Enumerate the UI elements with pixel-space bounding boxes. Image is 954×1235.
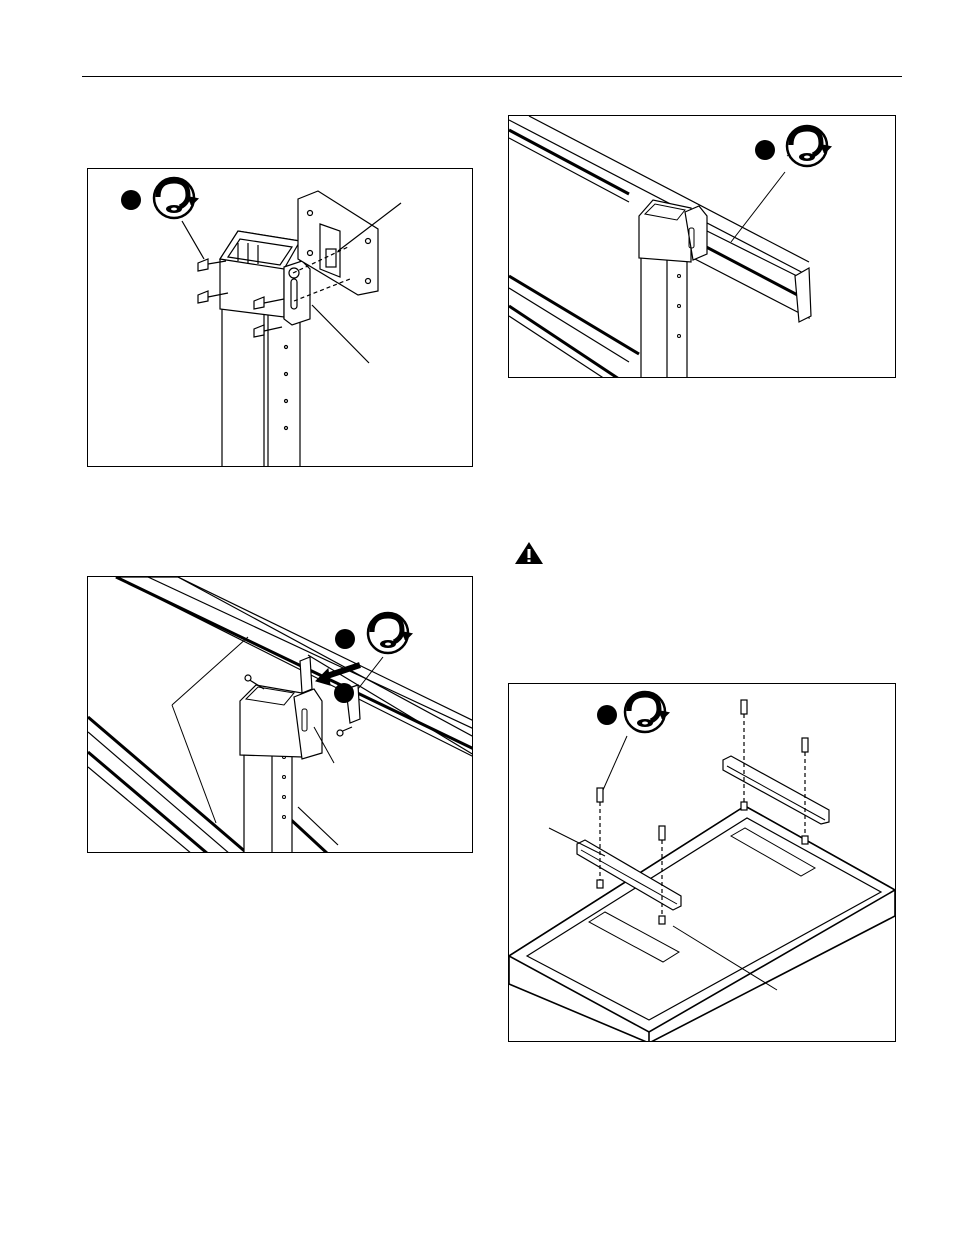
step-badge bbox=[755, 140, 775, 160]
rail-install-illustration bbox=[509, 116, 896, 378]
header-rule bbox=[82, 76, 902, 77]
post-bracket-illustration bbox=[88, 169, 473, 467]
figure-post-bracket-attach bbox=[87, 168, 473, 467]
figure-bracket-rail-assembled bbox=[87, 576, 473, 853]
display-mounting-illustration bbox=[509, 684, 896, 1042]
bracket-rail-illustration bbox=[88, 577, 473, 853]
step-badge bbox=[597, 705, 617, 725]
step-badge bbox=[121, 190, 141, 210]
step-badge bbox=[335, 629, 355, 649]
warning-triangle-icon bbox=[514, 541, 544, 565]
step-badge bbox=[334, 683, 354, 703]
rotate-screw-icon bbox=[625, 692, 668, 732]
rotate-screw-icon bbox=[368, 613, 411, 653]
rotate-screw-icon bbox=[154, 178, 197, 218]
figure-rail-install bbox=[508, 115, 896, 378]
figure-display-mounting bbox=[508, 683, 896, 1042]
rotate-screw-icon bbox=[787, 126, 830, 166]
